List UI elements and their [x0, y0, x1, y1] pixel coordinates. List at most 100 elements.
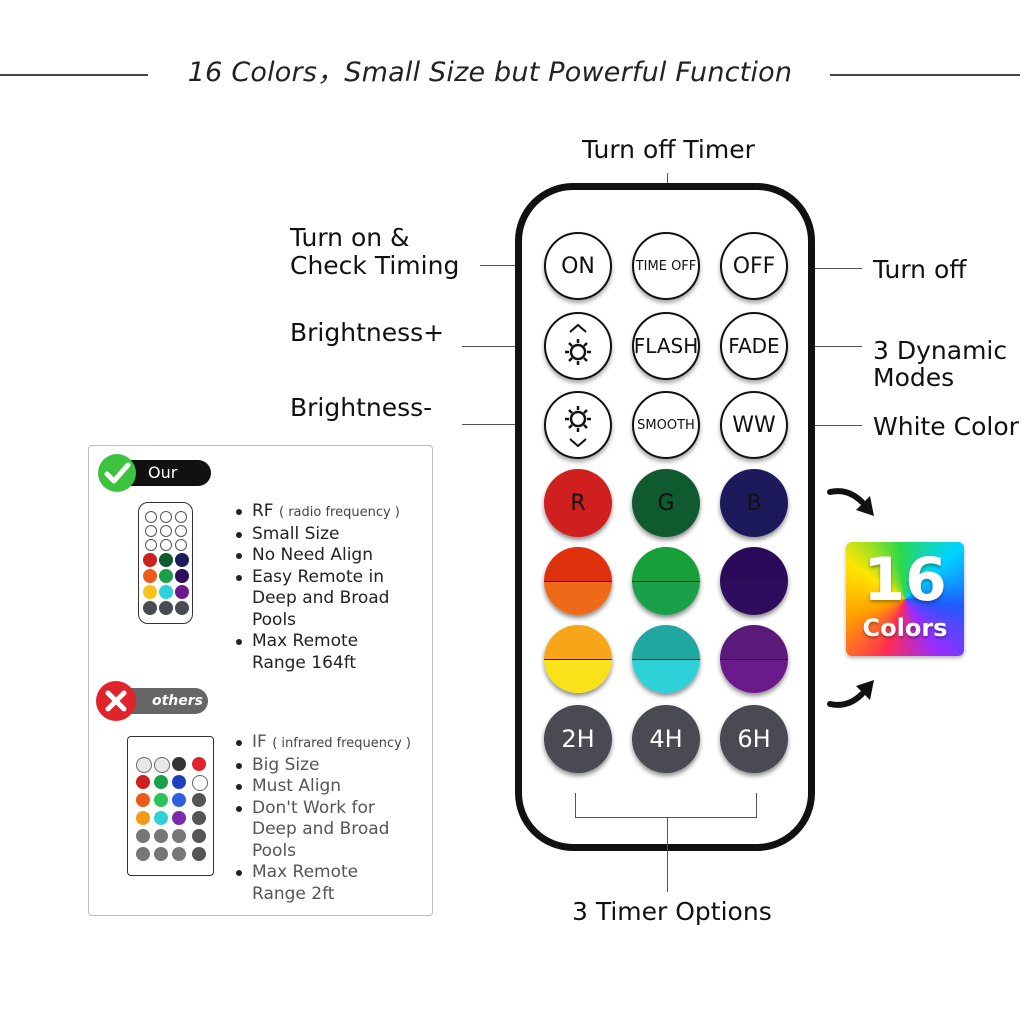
mini-btn: [175, 539, 187, 551]
our-feature-2: Small Size: [234, 524, 400, 546]
others-feature-list: IF ( infrared frequency ) Big Size Must …: [234, 732, 411, 905]
red-orange-button[interactable]: [544, 547, 612, 615]
ir-remote-thumbnail: [127, 736, 214, 876]
others-feature-1-note: ( infrared frequency ): [272, 736, 411, 751]
green-button[interactable]: G: [632, 469, 700, 537]
leader-white-color: [770, 425, 862, 426]
arrow-up-right-icon: [827, 680, 874, 708]
mini-btn: [159, 585, 173, 599]
time-off-button[interactable]: TIME OFF: [632, 232, 700, 300]
others-feature-3: Must Align: [234, 776, 411, 798]
our-feature-list: RF ( radio frequency ) Small Size No Nee…: [234, 501, 400, 674]
close-icon: [105, 690, 127, 712]
ww-button[interactable]: WW: [720, 391, 788, 459]
timer-6h-button[interactable]: 6H: [720, 705, 788, 773]
others-feature-5-cont: Range 2ft: [252, 883, 335, 904]
sixteen-colors-badge: 16 Colors: [846, 542, 964, 656]
indigo-button[interactable]: [720, 547, 788, 615]
mini-btn: [154, 829, 168, 843]
mini-btn: [172, 775, 186, 789]
mini-btn: [172, 811, 186, 825]
arrow-down-right-icon: [827, 488, 874, 516]
others-feature-2: Big Size: [234, 755, 411, 777]
mini-btn: [175, 569, 189, 583]
label-turn-off: Turn off: [873, 255, 967, 284]
rf-remote-thumbnail: [138, 502, 193, 624]
mini-btn: [154, 811, 168, 825]
check-icon: [104, 462, 131, 484]
mini-btn: [136, 829, 150, 843]
mini-btn: [175, 585, 189, 599]
mini-btn: [175, 553, 189, 567]
mini-btn: [159, 553, 173, 567]
label-dynamic-line2: Modes: [873, 363, 955, 392]
mini-btn: [136, 847, 150, 861]
our-feature-5-cont: Range 164ft: [252, 652, 357, 673]
mini-btn: [159, 569, 173, 583]
mini-btn: [143, 585, 157, 599]
mini-btn: [136, 811, 150, 825]
mini-btn: [192, 793, 206, 807]
mini-btn: [192, 775, 208, 791]
mini-btn: [145, 539, 157, 551]
others-feature-4-cont: Deep and Broad: [252, 819, 390, 839]
our-feature-5: Max Remote: [234, 631, 400, 653]
mini-btn: [192, 811, 206, 825]
label-timer-options: 3 Timer Options: [572, 897, 772, 926]
red-button[interactable]: R: [544, 469, 612, 537]
on-button[interactable]: ON: [544, 232, 612, 300]
our-feature-1-note: ( radio frequency ): [279, 505, 400, 520]
timer-bracket: [575, 793, 757, 818]
off-button[interactable]: OFF: [720, 232, 788, 300]
our-tag-label: Our: [148, 463, 178, 482]
mini-btn: [145, 511, 157, 523]
fade-button[interactable]: FADE: [720, 312, 788, 380]
mini-btn: [154, 775, 168, 789]
leader-dynamic: [770, 346, 862, 347]
our-feature-4-cont: Deep and Broad: [252, 588, 390, 608]
others-feature-4-cont2: Pools: [252, 840, 297, 861]
badge-number: 16: [863, 545, 947, 615]
brightness-up-icon: [565, 323, 591, 365]
header-rule-left: [0, 74, 148, 76]
badge-word: Colors: [862, 614, 948, 642]
others-feature-1-text: IF: [252, 732, 267, 752]
flash-button[interactable]: FLASH: [632, 312, 700, 380]
others-feature-1: IF ( infrared frequency ): [234, 732, 411, 755]
mini-btn: [159, 601, 173, 615]
brightness-down-icon: [565, 406, 591, 448]
mini-btn: [192, 847, 206, 861]
brightness-up-button[interactable]: [544, 312, 612, 380]
label-brightness-minus: Brightness-: [290, 393, 433, 422]
our-feature-3: No Need Align: [234, 545, 400, 567]
smooth-button[interactable]: SMOOTH: [632, 391, 700, 459]
mini-btn: [136, 775, 150, 789]
timer-4h-button[interactable]: 4H: [632, 705, 700, 773]
mini-btn: [160, 539, 172, 551]
orange-yellow-button[interactable]: [544, 625, 612, 693]
label-dynamic-line1: 3 Dynamic: [873, 336, 1008, 365]
timer-2h-button[interactable]: 2H: [544, 705, 612, 773]
mini-btn: [143, 601, 157, 615]
cross-badge: [96, 681, 136, 721]
mini-btn: [192, 757, 206, 771]
mini-btn: [160, 511, 172, 523]
cyan-button[interactable]: [632, 625, 700, 693]
mini-btn: [160, 525, 172, 537]
mini-btn: [172, 793, 186, 807]
green-light-button[interactable]: [632, 547, 700, 615]
mini-btn: [154, 847, 168, 861]
blue-button[interactable]: B: [720, 469, 788, 537]
mini-btn: [172, 757, 186, 771]
headline: 16 Colors，Small Size but Powerful Functi…: [187, 57, 793, 88]
purple-button[interactable]: [720, 625, 788, 693]
header-rule-right: [830, 74, 1020, 76]
label-turn-on-line1: Turn on &: [290, 223, 410, 252]
brightness-down-button[interactable]: [544, 391, 612, 459]
mini-btn: [172, 829, 186, 843]
label-brightness-plus: Brightness+: [290, 318, 445, 347]
leader-turn-off: [770, 268, 862, 269]
mini-btn: [143, 569, 157, 583]
label-white-color: White Color: [873, 412, 1019, 441]
mini-btn: [175, 525, 187, 537]
